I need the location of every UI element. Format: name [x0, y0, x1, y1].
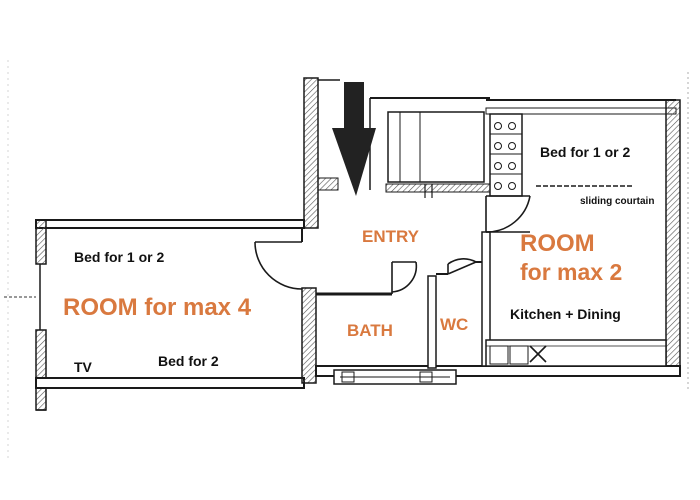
door-swings: [254, 195, 531, 294]
room-label-wc: WC: [440, 315, 469, 334]
furniture-label-bed-2: Bed for 2: [158, 353, 219, 369]
room-label-max2-line2: for max 2: [520, 259, 623, 285]
furniture-label-curtain: sliding courtain: [580, 196, 655, 207]
furniture-label-bed-left: Bed for 1 or 2: [74, 249, 165, 265]
room-label-entry: ENTRY: [362, 227, 419, 246]
room-label-max2-line1: ROOM: [520, 230, 595, 257]
walls-entry: [303, 77, 491, 229]
walls-right-room: [315, 72, 689, 390]
walls-left-room: [35, 219, 317, 411]
furniture-label-tv: TV: [74, 359, 92, 375]
room-label-max4: ROOM for max 4: [63, 294, 252, 321]
walls-bath-wc: [316, 261, 482, 385]
room-label-bath: BATH: [347, 321, 393, 340]
furniture-label-kitchen: Kitchen + Dining: [510, 306, 621, 322]
down-arrow-icon: [332, 82, 376, 196]
furniture-label-bed-right: Bed for 1 or 2: [540, 144, 631, 160]
